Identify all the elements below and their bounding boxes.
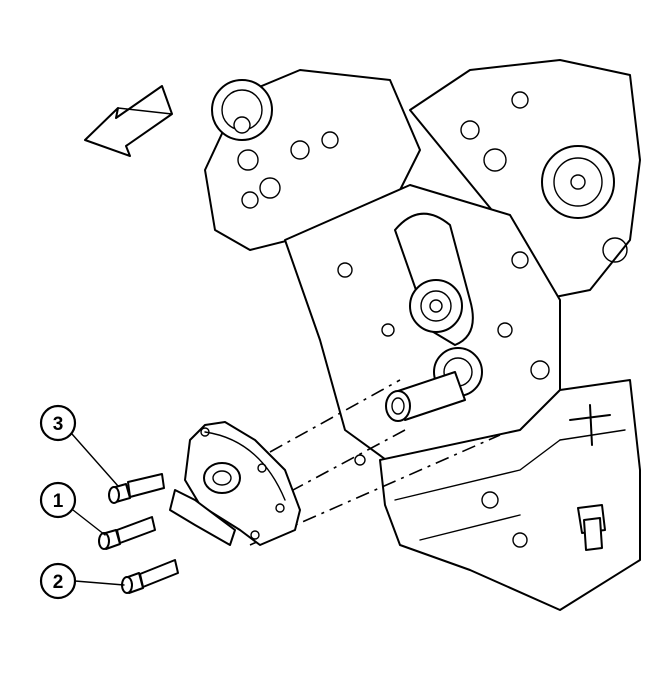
callout-2: 2	[39, 562, 125, 600]
left-cam-sprocket	[211, 79, 273, 141]
bolt-3	[108, 473, 165, 504]
callout-3-label: 3	[53, 414, 64, 435]
callout-1: 1	[39, 481, 106, 536]
crankshaft-snout	[385, 371, 466, 422]
bolt-1	[98, 516, 156, 550]
alignment-lines	[249, 379, 501, 546]
callout-1-label: 1	[53, 491, 64, 512]
oil-drain-plug	[577, 504, 606, 551]
callout-2-label: 2	[53, 572, 64, 593]
idler-sprocket	[409, 279, 463, 333]
bolt-2	[121, 559, 179, 594]
engine-block	[204, 59, 641, 611]
callout-3: 3	[39, 404, 119, 487]
front-cover	[169, 421, 301, 546]
front-of-engine-arrow-icon	[84, 85, 173, 157]
right-cam-sprocket	[541, 145, 615, 219]
